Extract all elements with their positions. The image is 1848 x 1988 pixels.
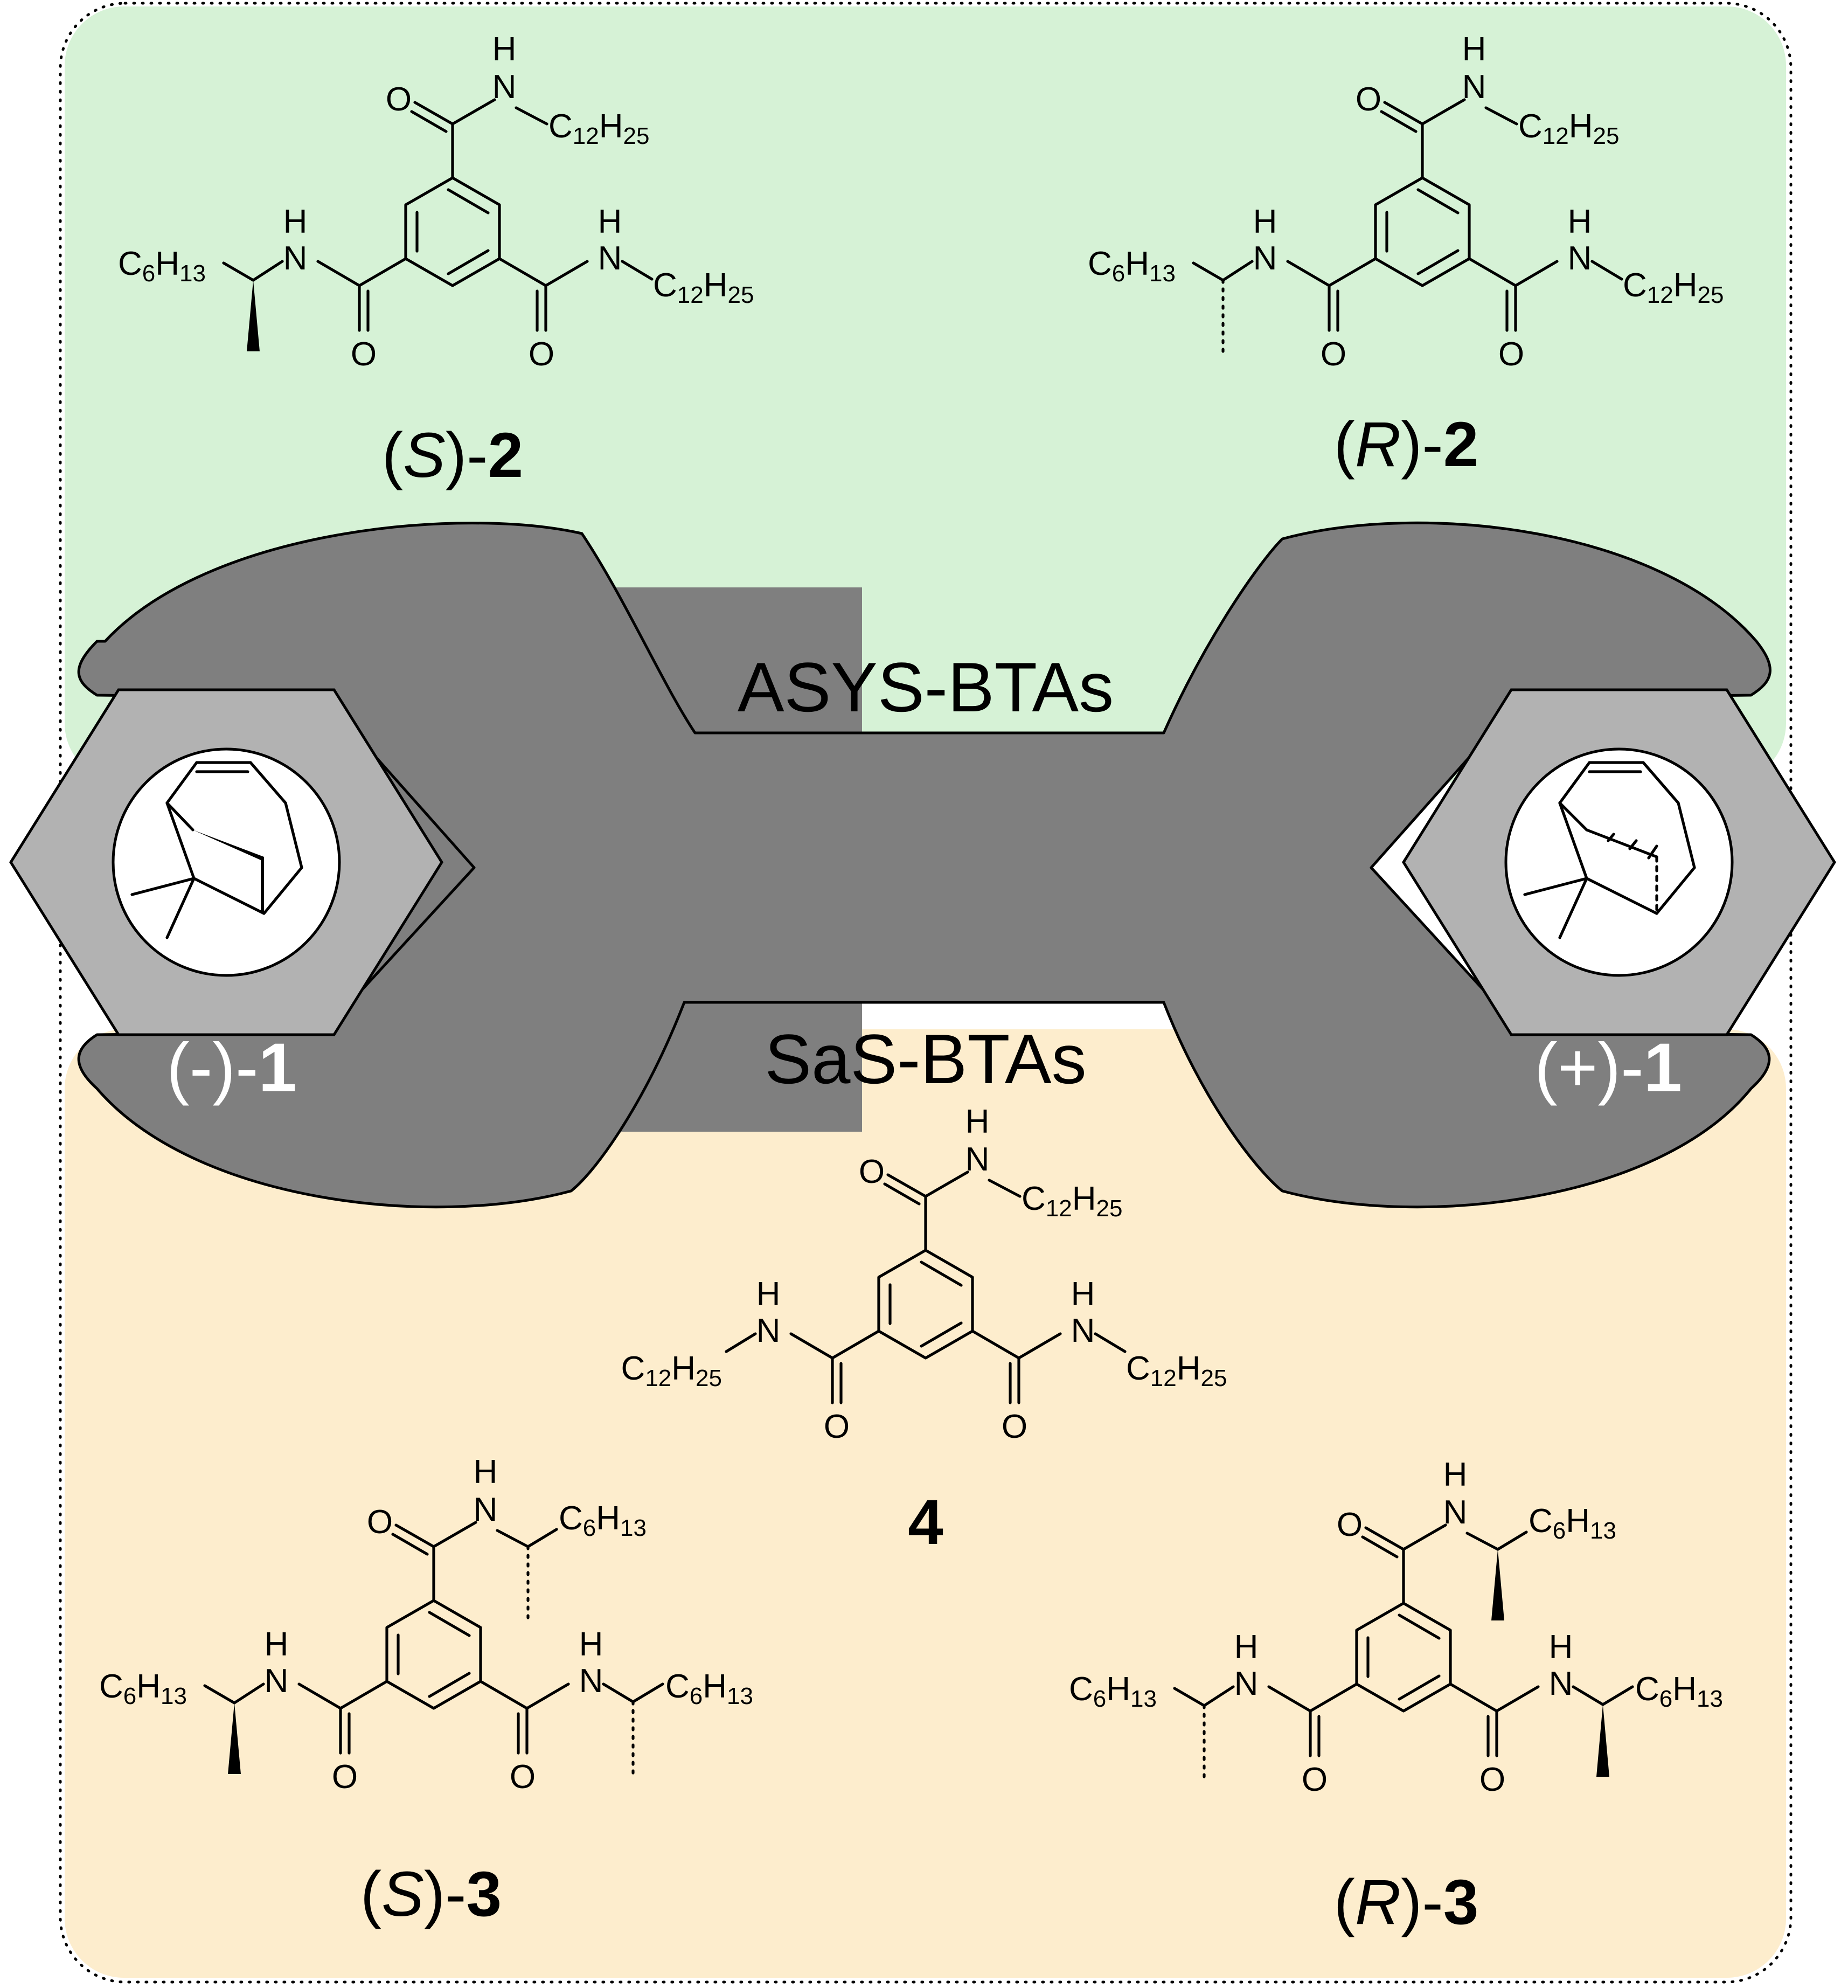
svg-text:O: O: [1337, 1506, 1363, 1543]
svg-text:O: O: [510, 1758, 536, 1796]
svg-text:N: N: [1462, 68, 1486, 106]
svg-text:C12H25: C12H25: [621, 1350, 722, 1391]
svg-text:N: N: [1234, 1665, 1259, 1702]
label-R2: (R)-2: [1334, 409, 1479, 480]
svg-text:C6H13: C6H13: [559, 1500, 647, 1541]
asys-label: ASYS-BTAs: [738, 648, 1114, 726]
svg-text:N: N: [965, 1141, 990, 1178]
svg-text:O: O: [367, 1504, 393, 1541]
molecule-4: O N H C12H25 O N H C12H25 O N H C12H25: [621, 1103, 1227, 1445]
label-S3: (S)-3: [360, 1859, 502, 1930]
molecule-R3: O N H C6H13 O N H C6H13 O N H C6H13: [1069, 1456, 1723, 1798]
molecule-S2: O N H C12H25 O N H C12H25 O N H C6H13: [118, 31, 754, 373]
svg-text:H: H: [1462, 31, 1486, 68]
svg-text:H: H: [579, 1626, 603, 1663]
svg-text:O: O: [386, 81, 412, 118]
label-S2: (S)-2: [382, 420, 523, 491]
svg-text:O: O: [529, 336, 554, 373]
svg-text:C12H25: C12H25: [548, 108, 649, 149]
nut-left-label: (-)-1: [166, 1029, 297, 1106]
sas-label: SaS-BTAs: [765, 1020, 1086, 1098]
svg-text:N: N: [492, 68, 517, 106]
svg-text:O: O: [859, 1153, 885, 1190]
svg-text:N: N: [756, 1312, 781, 1349]
svg-text:H: H: [474, 1453, 498, 1491]
label-4: 4: [908, 1487, 943, 1558]
svg-text:N: N: [1253, 240, 1277, 277]
molecule-R2: O N H C12H25 O N H C12H25 O N H C6H13: [1088, 31, 1724, 373]
svg-text:C6H13: C6H13: [99, 1668, 187, 1709]
svg-text:N: N: [598, 240, 622, 277]
svg-text:H: H: [598, 203, 622, 240]
svg-text:C6H13: C6H13: [1069, 1671, 1157, 1712]
svg-text:O: O: [1498, 336, 1524, 373]
svg-text:C12H25: C12H25: [1126, 1350, 1227, 1391]
label-R3: (R)-3: [1334, 1867, 1479, 1938]
sas-panel: [65, 1029, 1786, 1978]
svg-text:O: O: [1321, 336, 1346, 373]
wrench: [77, 521, 1771, 1209]
svg-text:O: O: [1302, 1761, 1328, 1798]
svg-text:C6H13: C6H13: [665, 1668, 753, 1709]
svg-text:N: N: [1071, 1312, 1095, 1349]
svg-text:C6H13: C6H13: [118, 245, 206, 287]
svg-text:O: O: [351, 336, 377, 373]
pinene-left: [130, 761, 303, 939]
svg-text:H: H: [1443, 1456, 1468, 1493]
svg-text:H: H: [965, 1103, 990, 1140]
svg-text:N: N: [474, 1491, 498, 1528]
svg-text:N: N: [1443, 1494, 1468, 1531]
svg-text:N: N: [283, 240, 308, 277]
svg-text:C6H13: C6H13: [1529, 1502, 1616, 1544]
svg-text:H: H: [1568, 203, 1592, 240]
panel-border: [59, 2, 1793, 1984]
svg-text:O: O: [1356, 81, 1381, 118]
svg-text:C12H25: C12H25: [653, 267, 754, 308]
svg-text:H: H: [1234, 1629, 1259, 1666]
svg-text:C12H25: C12H25: [1022, 1180, 1122, 1222]
svg-text:H: H: [1071, 1276, 1095, 1313]
right-nut: (+)-1: [1404, 690, 1835, 1106]
molecule-S3: O N H C6H13 O N H C6H13 O N H C6H13: [99, 1453, 753, 1796]
svg-text:H: H: [265, 1626, 289, 1663]
svg-text:H: H: [492, 31, 517, 68]
svg-text:N: N: [579, 1663, 603, 1700]
svg-text:C12H25: C12H25: [1623, 267, 1724, 308]
nut-right-label: (+)-1: [1534, 1029, 1682, 1106]
svg-text:O: O: [1002, 1408, 1027, 1445]
svg-text:N: N: [1549, 1665, 1573, 1702]
svg-text:O: O: [332, 1758, 358, 1796]
svg-text:O: O: [1479, 1761, 1505, 1798]
svg-text:H: H: [283, 203, 308, 240]
svg-text:H: H: [1253, 203, 1277, 240]
svg-text:C6H13: C6H13: [1635, 1671, 1723, 1712]
svg-text:H: H: [756, 1276, 781, 1313]
svg-text:O: O: [824, 1408, 850, 1445]
left-nut: (-)-1: [11, 690, 442, 1106]
svg-text:H: H: [1549, 1629, 1573, 1666]
pinene-right: [1523, 761, 1696, 939]
svg-text:C6H13: C6H13: [1088, 245, 1176, 287]
svg-text:N: N: [265, 1663, 289, 1700]
svg-text:C12H25: C12H25: [1518, 108, 1619, 149]
svg-text:N: N: [1568, 240, 1592, 277]
